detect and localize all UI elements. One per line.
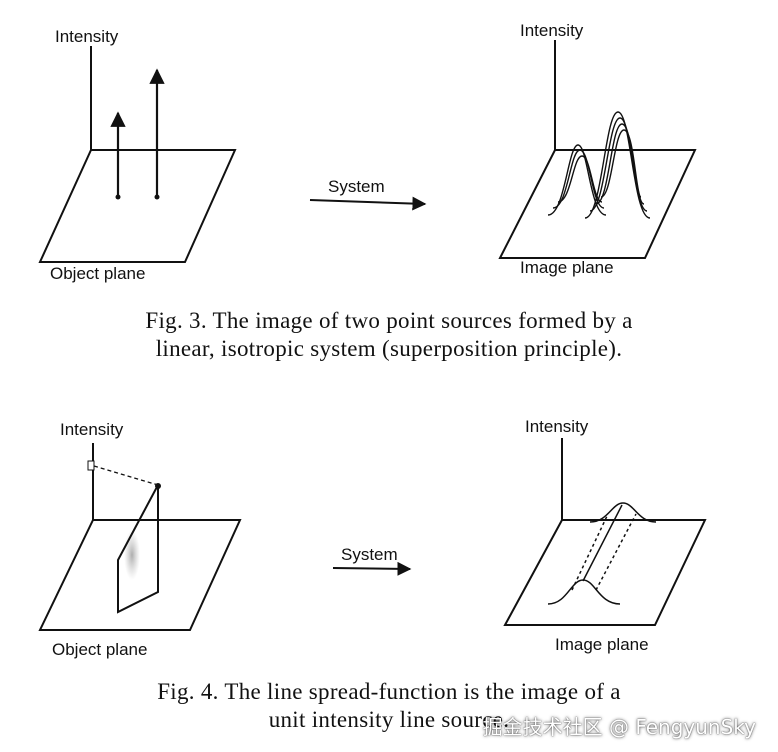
system-label: System <box>328 177 385 196</box>
point-source-2 <box>154 194 160 200</box>
unit-tick-marker <box>87 460 95 471</box>
object-plane-label: Object plane <box>50 264 145 283</box>
fig3-system-arrow: System <box>309 177 427 211</box>
near-profile-curve <box>547 579 621 605</box>
fig4-system-arrow: System <box>332 545 412 576</box>
fig3-object-panel: Intensity Object plane <box>38 27 237 283</box>
line-source-blur <box>124 530 140 580</box>
fig4-caption-line2: unit intensity line source. <box>268 707 510 732</box>
object-plane <box>38 149 237 263</box>
intensity-label: Intensity <box>60 420 124 439</box>
fig4-object-panel: Intensity Object plane <box>38 420 242 659</box>
fig3-caption: Fig. 3. The image of two point sources f… <box>0 307 778 363</box>
system-arrow <box>332 561 412 576</box>
blurred-peaks <box>547 111 651 219</box>
far-profile-curve <box>589 502 657 523</box>
image-plane-label: Image plane <box>520 258 614 277</box>
fig4-caption: Fig. 4. The line spread-function is the … <box>0 678 778 734</box>
intensity-label: Intensity <box>520 21 584 40</box>
intensity-label: Intensity <box>525 417 589 436</box>
line-source-sheet <box>117 484 159 614</box>
unit-intensity-dashed-line <box>93 465 159 486</box>
fig3-caption-line2: linear, isotropic system (superposition … <box>155 336 623 361</box>
object-plane-label: Object plane <box>52 640 147 659</box>
fig4-image-panel: Intensity Image plane <box>503 417 707 654</box>
fig3-caption-line1: Fig. 3. The image of two point sources f… <box>145 308 633 333</box>
system-arrow <box>309 196 427 211</box>
image-plane <box>503 519 707 626</box>
point-source-1 <box>115 194 121 200</box>
image-plane-label: Image plane <box>555 635 649 654</box>
fig4-caption-line1: Fig. 4. The line spread-function is the … <box>157 679 621 704</box>
object-plane <box>38 519 242 631</box>
line-source-end-point <box>155 483 161 489</box>
system-label: System <box>341 545 398 564</box>
watermark: 掘金技术社区 @ FengyunSky <box>482 715 756 739</box>
intensity-label: Intensity <box>55 27 119 46</box>
line-spread-function <box>547 502 657 605</box>
image-plane <box>498 149 697 259</box>
fig3-image-panel: Intensity Image plane <box>498 21 697 277</box>
